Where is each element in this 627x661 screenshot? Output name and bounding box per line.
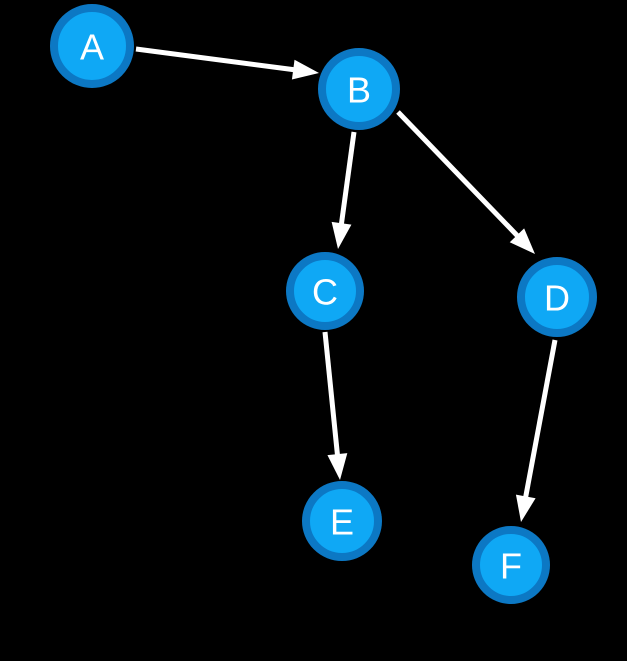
edge-shaft [522, 339, 558, 499]
graph-edge-a-b[interactable] [135, 46, 319, 80]
edge-shaft [135, 46, 296, 73]
edge-arrowhead [291, 59, 319, 80]
node-circle [286, 252, 364, 330]
node-label: A [80, 27, 104, 68]
graph-edge-b-c[interactable] [331, 131, 357, 249]
node-label: E [330, 502, 354, 543]
edge-shaft [338, 131, 357, 226]
edge-shaft [322, 331, 341, 457]
graph-node-b[interactable]: B [318, 48, 400, 130]
node-label: C [312, 272, 338, 313]
graph-edge-b-d[interactable] [396, 110, 535, 254]
graph-node-e[interactable]: E [302, 481, 382, 561]
graph-node-f[interactable]: F [472, 526, 550, 604]
edge-arrowhead [327, 453, 348, 480]
node-label: B [347, 70, 371, 111]
node-layer: A B C D E F [50, 4, 597, 604]
graph-edge-d-f[interactable] [515, 339, 558, 522]
graph-edge-c-e[interactable] [322, 331, 348, 480]
node-label: F [500, 546, 522, 587]
graph-node-a[interactable]: A [50, 4, 134, 88]
node-circle [50, 4, 134, 88]
node-circle [302, 481, 382, 561]
edge-arrowhead [515, 494, 536, 522]
edge-arrowhead [331, 221, 352, 249]
node-circle [472, 526, 550, 604]
node-circle [517, 257, 597, 337]
graph-node-c[interactable]: C [286, 252, 364, 330]
node-circle [318, 48, 400, 130]
edge-shaft [396, 110, 521, 239]
graph-node-d[interactable]: D [517, 257, 597, 337]
node-label: D [544, 278, 570, 319]
edge-arrowhead [509, 228, 535, 254]
edge-layer [135, 46, 558, 522]
